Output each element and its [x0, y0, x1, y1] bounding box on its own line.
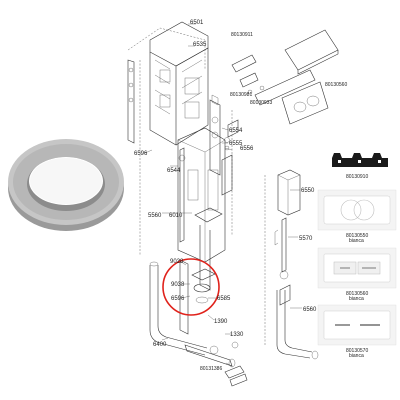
round-flush-plate-icon — [323, 195, 391, 225]
part-labels: 6501 6535 80130911 80130560 80130981 801… — [134, 20, 347, 372]
catalog-item-3[interactable]: 80130560 bianca — [317, 247, 397, 302]
rect-flush-plate-icon — [323, 253, 391, 283]
label-6560: 6560 — [303, 307, 317, 313]
catalog-sub-4: bianca — [349, 353, 364, 359]
label-6585: 6585 — [217, 296, 231, 302]
label-6535: 6535 — [193, 42, 207, 48]
catalog-item-4[interactable]: 80130570 bianca — [317, 304, 397, 359]
label-80130981: 80130981 — [230, 92, 252, 98]
label-80131386: 80131386 — [200, 366, 222, 372]
catalog-code-4: 80130570 — [346, 348, 368, 354]
label-1390: 1390 — [214, 319, 228, 325]
highlight-circle — [162, 258, 220, 316]
cistern-kit-parts — [264, 169, 319, 360]
label-6501: 6501 — [190, 20, 204, 26]
catalog-code-1: 80130910 — [346, 174, 368, 180]
label-6544: 6544 — [167, 168, 181, 174]
label-80130911: 80130911 — [231, 32, 253, 38]
catalog-sub-3: bianca — [349, 296, 364, 302]
frame-assembly — [127, 21, 248, 387]
label-80130560-top: 80130560 — [325, 82, 347, 88]
label-6556: 6556 — [240, 146, 254, 152]
slim-flush-plate-icon — [323, 310, 391, 340]
label-9028: 9028 — [170, 259, 184, 265]
seal-ring-photo — [8, 139, 124, 231]
label-6400: 6400 — [153, 342, 167, 348]
catalog-code-3: 80130560 — [346, 291, 368, 297]
catalog-code-2: 80130550 — [346, 233, 368, 239]
label-5570: 5570 — [299, 236, 313, 242]
label-9038: 9038 — [171, 282, 185, 288]
catalog-item-1[interactable]: 80130910 — [330, 150, 390, 180]
label-6554: 6554 — [229, 128, 243, 134]
label-6010: 6010 — [169, 213, 183, 219]
label-5560: 5560 — [148, 213, 162, 219]
flush-plate-assembly — [231, 29, 339, 125]
label-80130933: 80130933 — [250, 100, 272, 106]
leader-lines — [144, 23, 302, 367]
label-6596-lower: 6596 — [171, 296, 185, 302]
catalog-sub-2: bianca — [349, 238, 364, 244]
label-6596-upper: 6596 — [134, 151, 148, 157]
label-1330: 1330 — [230, 332, 244, 338]
label-6555: 6555 — [229, 141, 243, 147]
catalog-item-2[interactable]: 80130550 bianca — [317, 189, 397, 244]
label-6550: 6550 — [301, 188, 315, 194]
